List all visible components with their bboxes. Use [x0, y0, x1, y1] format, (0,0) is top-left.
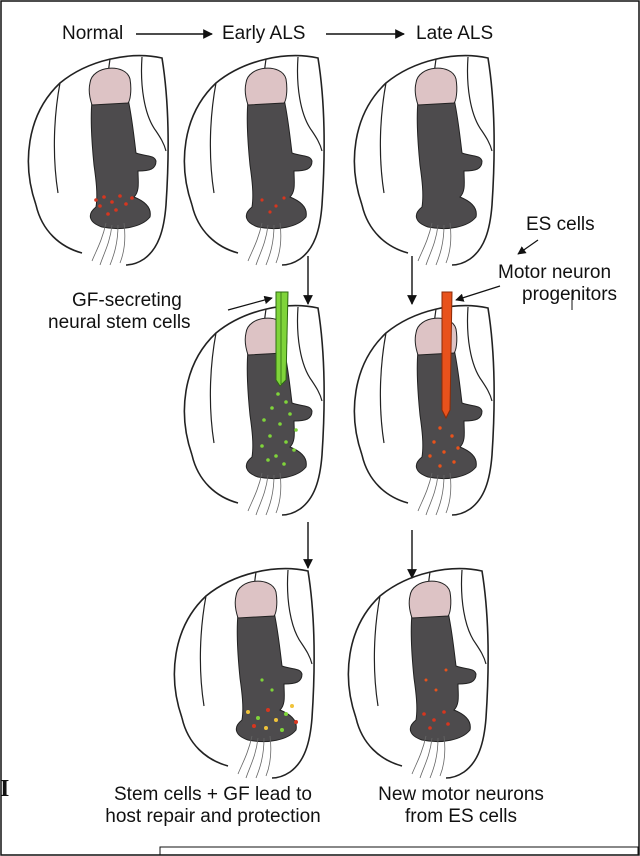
caption-right-line1: New motor neurons	[366, 784, 556, 805]
gf-stem-cell-injection	[276, 292, 288, 386]
stage-normal-label: Normal	[62, 23, 123, 44]
progenitor-injection	[442, 292, 452, 418]
arrow-gf-label	[228, 298, 272, 310]
progenitor-label-line1: Motor neuron	[498, 262, 611, 283]
caption-left-line2: host repair and protection	[80, 806, 346, 827]
caption-right-line2: from ES cells	[366, 806, 556, 827]
cord-early-als	[184, 56, 324, 265]
stage-early-als-label: Early ALS	[222, 23, 305, 44]
arrow-es-cells	[518, 240, 538, 254]
cropped-side-character: I	[0, 776, 9, 803]
cord-late-als	[354, 56, 494, 265]
cord-early-outcome	[174, 569, 314, 778]
lower-panel-edge	[160, 847, 638, 855]
es-cells-label: ES cells	[526, 214, 595, 235]
cord-late-treated	[354, 306, 494, 515]
gf-label-line2: neural stem cells	[48, 312, 191, 333]
cord-late-outcome	[348, 569, 488, 778]
caption-left-line1: Stem cells + GF lead to	[80, 784, 346, 805]
gf-label-line1: GF-secreting	[72, 290, 182, 311]
progenitor-label-line2: progenitors	[522, 284, 617, 305]
arrow-progenitors	[456, 286, 500, 300]
stage-late-als-label: Late ALS	[416, 23, 493, 44]
cord-normal	[28, 56, 168, 265]
cord-early-treated	[184, 306, 324, 515]
